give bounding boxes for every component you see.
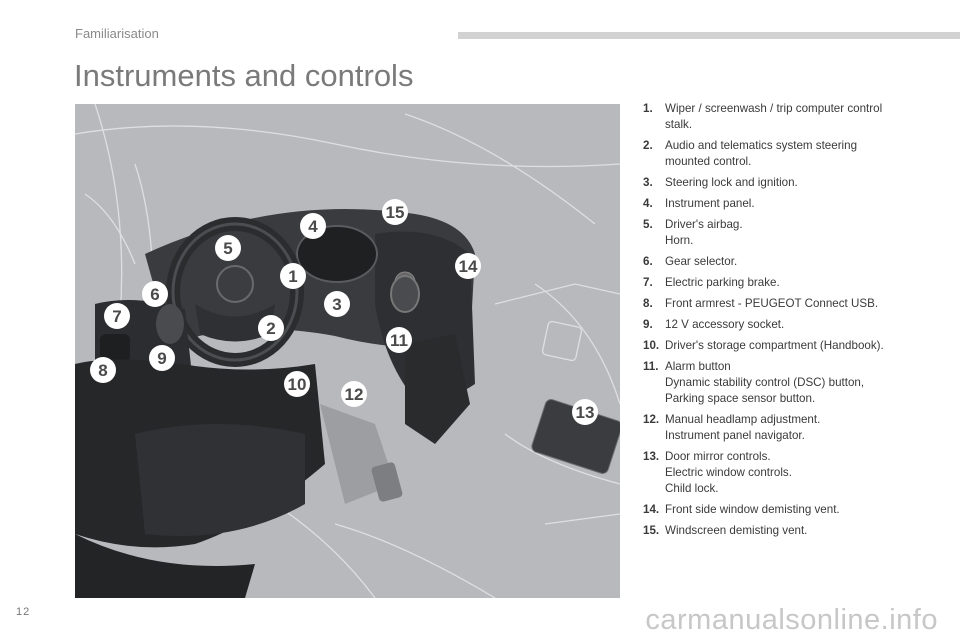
callout-10: 10 (284, 371, 310, 397)
svg-text:13: 13 (576, 403, 595, 422)
section-label: Familiarisation (75, 26, 159, 41)
legend-text: Front armrest - PEUGEOT Connect USB. (665, 297, 879, 310)
legend-text: Manual headlamp adjustment. Instrument p… (665, 413, 821, 442)
legend-item: 2. Audio and telematics system steering m… (643, 138, 943, 170)
callout-11: 11 (386, 327, 412, 353)
controls-legend: 1. Wiper / screenwash / trip computer con… (643, 101, 943, 544)
legend-text: Steering lock and ignition. (665, 176, 798, 189)
legend-item: 12. Manual headlamp adjustment. Instrumen… (643, 412, 943, 444)
svg-text:14: 14 (459, 257, 478, 276)
legend-number: 2. (643, 139, 653, 152)
svg-text:11: 11 (390, 331, 408, 350)
svg-text:1: 1 (288, 267, 297, 286)
svg-text:9: 9 (157, 349, 166, 368)
legend-text: Audio and telematics system steering mou… (665, 139, 858, 168)
legend-item: 14. Front side window demisting vent. (643, 502, 943, 518)
legend-number: 10. (643, 339, 660, 352)
legend-number: 3. (643, 176, 653, 189)
legend-item: 11. Alarm button Dynamic stability contro… (643, 359, 943, 407)
svg-text:3: 3 (332, 295, 341, 314)
legend-number: 14. (643, 503, 660, 516)
header-divider (458, 32, 960, 39)
legend-item: 9. 12 V accessory socket. (643, 317, 943, 333)
callout-6: 6 (142, 281, 168, 307)
callout-5: 5 (215, 235, 241, 261)
legend-number: 11. (643, 360, 659, 373)
svg-text:7: 7 (112, 307, 121, 326)
legend-text: 12 V accessory socket. (665, 318, 785, 331)
callout-2: 2 (258, 315, 284, 341)
legend-number: 15. (643, 524, 660, 537)
legend-number: 9. (643, 318, 653, 331)
dashboard-illustration: 15 4 5 14 1 6 3 7 2 11 9 8 10 12 13 (75, 104, 620, 598)
svg-text:10: 10 (288, 375, 307, 394)
legend-number: 4. (643, 197, 653, 210)
legend-item: 7. Electric parking brake. (643, 275, 943, 291)
callout-9: 9 (149, 345, 175, 371)
legend-number: 7. (643, 276, 653, 289)
legend-text: Alarm button Dynamic stability control (… (665, 360, 865, 405)
legend-item: 15. Windscreen demisting vent. (643, 523, 943, 539)
callout-8: 8 (90, 357, 116, 383)
legend-number: 1. (643, 102, 653, 115)
legend-text: Instrument panel. (665, 197, 755, 210)
svg-text:5: 5 (223, 239, 232, 258)
cockpit-drawing: 15 4 5 14 1 6 3 7 2 11 9 8 10 12 13 (75, 104, 620, 598)
legend-item: 8. Front armrest - PEUGEOT Connect USB. (643, 296, 943, 312)
legend-text: Front side window demisting vent. (665, 503, 840, 516)
callout-12: 12 (341, 381, 367, 407)
legend-item: 13. Door mirror controls. Electric window… (643, 449, 943, 497)
legend-text: Wiper / screenwash / trip computer contr… (665, 102, 883, 131)
legend-text: Driver's airbag. Horn. (665, 218, 743, 247)
legend-text: Windscreen demisting vent. (665, 524, 808, 537)
legend-item: 10. Driver's storage compartment (Handboo… (643, 338, 943, 354)
legend-text: Driver's storage compartment (Handbook). (665, 339, 884, 352)
legend-number: 6. (643, 255, 653, 268)
legend-item: 3. Steering lock and ignition. (643, 175, 943, 191)
svg-text:2: 2 (266, 319, 275, 338)
callout-7: 7 (104, 303, 130, 329)
svg-text:12: 12 (345, 385, 364, 404)
legend-text: Electric parking brake. (665, 276, 780, 289)
svg-text:15: 15 (386, 203, 405, 222)
legend-number: 12. (643, 413, 660, 426)
legend-text: Door mirror controls. Electric window co… (665, 450, 792, 495)
callout-3: 3 (324, 291, 350, 317)
callout-13: 13 (572, 399, 598, 425)
page-title: Instruments and controls (74, 58, 414, 93)
page-number: 12 (16, 606, 31, 618)
svg-text:6: 6 (150, 285, 159, 304)
legend-item: 5. Driver's airbag. Horn. (643, 217, 943, 249)
legend-item: 6. Gear selector. (643, 254, 943, 270)
legend-item: 1. Wiper / screenwash / trip computer con… (643, 101, 943, 133)
watermark: carmanualsonline.info (645, 604, 938, 636)
legend-text: Gear selector. (665, 255, 738, 268)
legend-number: 13. (643, 450, 660, 463)
legend-item: 4. Instrument panel. (643, 196, 943, 212)
svg-text:4: 4 (308, 217, 318, 236)
legend-number: 5. (643, 218, 653, 231)
callout-15: 15 (382, 199, 408, 225)
callout-4: 4 (300, 213, 326, 239)
legend-number: 8. (643, 297, 653, 310)
callout-14: 14 (455, 253, 481, 279)
callout-1: 1 (280, 263, 306, 289)
svg-text:8: 8 (98, 361, 107, 380)
